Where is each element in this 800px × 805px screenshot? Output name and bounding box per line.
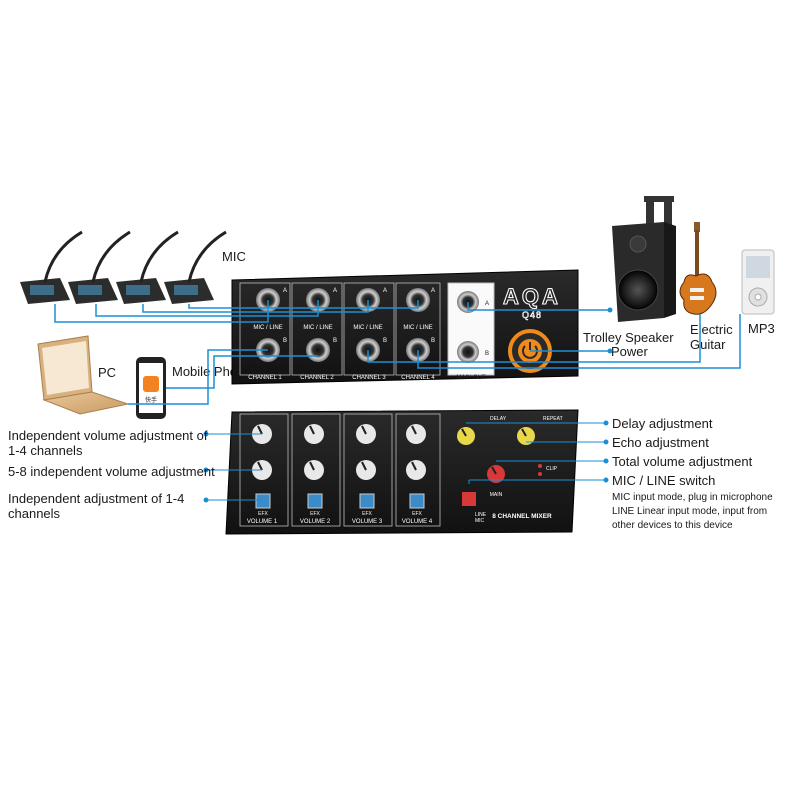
channel-4-label: CHANNEL 4 [401, 375, 435, 381]
brand-model: Q48 [522, 310, 542, 320]
annotation-delay: Delay adjustment [612, 416, 713, 431]
main-out-a-tag: A [485, 301, 489, 307]
connection-wires [54, 300, 741, 405]
mixer-front-panel: EFX EFX EFX EFX VOLUME 1 VOLUME 2 VOLUME… [225, 409, 579, 535]
jack-a-tag: A [383, 288, 387, 294]
svg-text:EFX: EFX [362, 511, 372, 517]
power-label: Power [611, 344, 649, 359]
channel-2-knob-a[interactable] [304, 424, 324, 444]
clip-led [538, 464, 542, 468]
pc-label: PC [98, 365, 116, 380]
svg-text:EFX: EFX [412, 511, 422, 517]
switch-note-line: LINE Linear input mode, input from other… [612, 506, 768, 531]
jack-b-tag: B [383, 338, 387, 344]
phone-app-label: 快手 [145, 396, 157, 404]
switch-mic-label: MIC [475, 518, 485, 524]
jack-a-tag: A [333, 288, 337, 294]
power-icon [522, 345, 538, 359]
volume-3-label: VOLUME 3 [352, 519, 383, 525]
mic-line-label: MIC / LINE [353, 325, 382, 331]
channel-3-knob-a[interactable] [356, 424, 376, 444]
delay-knob[interactable] [457, 427, 475, 445]
volume-2-label: VOLUME 2 [300, 519, 331, 525]
efx-button-4[interactable]: EFX [409, 493, 425, 517]
annotation-lines [206, 422, 606, 501]
channel-2-label: CHANNEL 2 [300, 375, 334, 381]
microphone-4 [164, 230, 227, 304]
annotation-left-2: 5-8 independent volume adjustment [8, 464, 215, 479]
repeat-label: REPEAT [543, 416, 563, 422]
main-label: MAIN [490, 492, 503, 498]
main-out-label: MAIN OUT [456, 375, 486, 381]
jack-b-tag: B [333, 338, 337, 344]
efx-button-1[interactable]: EFX [255, 493, 271, 517]
channel-4-knob-a[interactable] [406, 424, 426, 444]
annotation-dots [203, 307, 613, 503]
mixer-rear-panel: A A A A B B B B A B MIC / LINE MIC / LIN… [231, 269, 579, 385]
trolley-speaker [612, 196, 676, 322]
delay-label: DELAY [490, 416, 507, 422]
brand-logo: AQA [503, 284, 561, 309]
efx-button-2[interactable]: EFX [307, 493, 323, 517]
microphone-2 [68, 230, 131, 304]
repeat-knob[interactable] [517, 427, 535, 445]
jack-a-tag: A [431, 288, 435, 294]
volume-1-label: VOLUME 1 [247, 519, 278, 525]
laptop: PC [37, 335, 130, 415]
channel-8-knob-b[interactable] [406, 460, 426, 480]
volume-4-label: VOLUME 4 [402, 519, 433, 525]
channel-7-knob-b[interactable] [356, 460, 376, 480]
switch-line-label: LINE [475, 512, 487, 518]
channel-3-label: CHANNEL 3 [352, 375, 386, 381]
channel-1-label: CHANNEL 1 [248, 375, 282, 381]
speaker-label: Trolley Speaker [583, 330, 674, 345]
mp3-label: MP3 [748, 321, 775, 336]
microphone-3 [116, 230, 179, 304]
efx-button-3[interactable]: EFX [359, 493, 375, 517]
jack-b-tag: B [431, 338, 435, 344]
mixer-name: 8 CHANNEL MIXER [492, 513, 552, 520]
annotation-left-1: Independent volume adjustment of 1-4 cha… [8, 428, 208, 458]
jack-a-tag: A [283, 288, 287, 294]
mic-line-label: MIC / LINE [253, 325, 282, 331]
microphones: MIC [20, 230, 246, 304]
mp3-player: MP3 [741, 249, 775, 336]
mic-line-label: MIC / LINE [303, 325, 332, 331]
svg-text:EFX: EFX [310, 511, 320, 517]
main-volume-knob[interactable] [487, 465, 505, 483]
main-out-b-tag: B [485, 351, 489, 357]
annotation-mic-line-switch: MIC / LINE switch [612, 473, 716, 488]
annotation-echo: Echo adjustment [612, 435, 709, 450]
annotation-total-volume: Total volume adjustment [612, 454, 753, 469]
channel-6-knob-b[interactable] [304, 460, 324, 480]
mic-line-switch[interactable]: LINE MIC [462, 492, 487, 524]
annotation-left-3: Independent adjustment of 1-4 channels [8, 491, 185, 521]
signal-led [538, 472, 542, 476]
clip-label: CLIP [546, 466, 558, 472]
mic-label: MIC [222, 249, 246, 264]
mic-line-label: MIC / LINE [403, 325, 432, 331]
electric-guitar [679, 222, 717, 315]
jack-b-tag: B [283, 338, 287, 344]
switch-note-mic: MIC input mode, plug in microphone [612, 492, 773, 503]
microphone-1 [20, 230, 83, 304]
svg-text:EFX: EFX [258, 511, 268, 517]
